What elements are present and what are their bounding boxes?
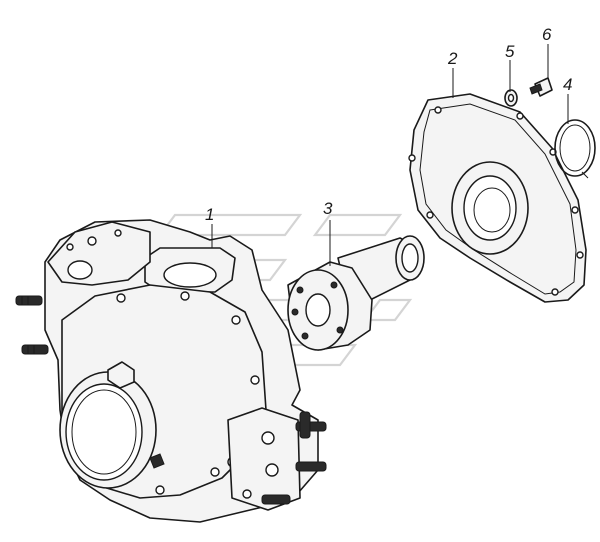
callout-1: 1 <box>205 205 214 224</box>
stud-left-lower <box>21 344 49 355</box>
stud-right-3 <box>261 494 291 505</box>
stud-left-upper <box>15 295 43 306</box>
nut-part-5 <box>504 89 518 107</box>
stud-right-2 <box>295 461 327 472</box>
retaining-ring-part-4 <box>554 119 596 179</box>
callout-3: 3 <box>323 199 333 218</box>
stud-right-4 <box>299 411 311 439</box>
housing-part-1 <box>15 219 327 523</box>
bolt-part-6 <box>529 77 553 97</box>
callout-5: 5 <box>505 42 515 61</box>
cover-plate-part-2 <box>408 93 587 303</box>
callout-2: 2 <box>447 49 458 68</box>
shaft-hub-part-3 <box>287 235 425 351</box>
callout-6: 6 <box>542 25 552 44</box>
callout-leaders <box>211 44 569 266</box>
callout-4: 4 <box>563 75 572 94</box>
